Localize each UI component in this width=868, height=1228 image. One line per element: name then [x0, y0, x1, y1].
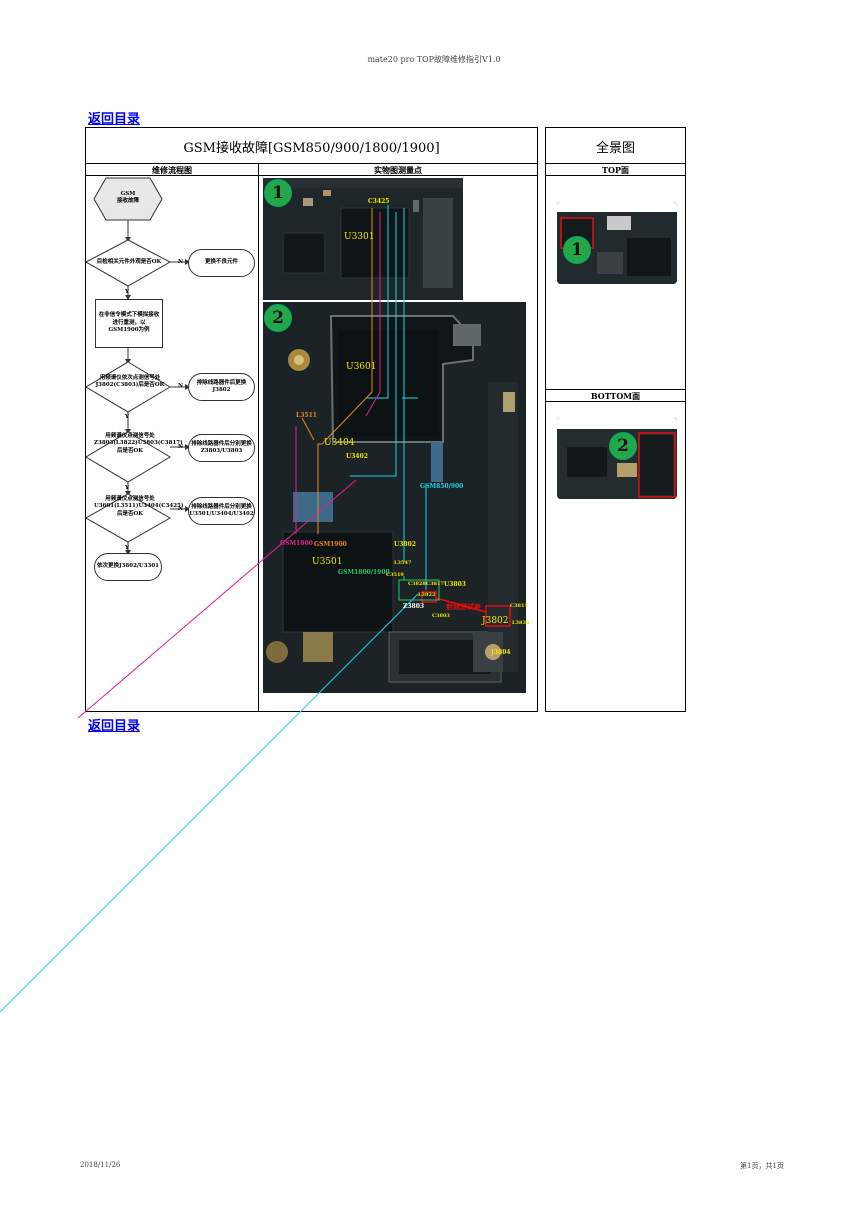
- divider: [546, 389, 685, 390]
- page-header: mate20 pro TOP故障维修指引V1.0: [367, 55, 501, 64]
- main-table-title: GSM接收故障[GSM850/900/1800/1900]: [183, 141, 440, 156]
- label-gsm1800-1900: GSM1800/1900: [338, 569, 390, 576]
- label-u3802: U3802: [394, 541, 416, 548]
- label-gsm1800: GSM1800: [280, 540, 313, 547]
- pcb-photo-2: [263, 302, 526, 693]
- label-u3803: U3803: [444, 581, 466, 588]
- divider: [546, 175, 685, 176]
- pcb-texture-1: [263, 178, 463, 300]
- flow-q1: 目检相关元件外观是否OK: [96, 259, 162, 265]
- flow-a1: 更换不良元件: [188, 249, 255, 277]
- top-side-badge-1: 1: [563, 236, 591, 264]
- flow-column-header: 维修流程图: [152, 165, 192, 175]
- label-l3511: L3511: [296, 412, 317, 419]
- label-u3501: U3501: [312, 557, 343, 567]
- flow-start: GSM 接收故障: [116, 191, 139, 205]
- no-marker: N: [178, 259, 184, 265]
- flow-q4: 用频谱仪点测信号处U3601(L3511)U3404(C3425)后是否OK: [94, 496, 184, 517]
- no-marker: N: [178, 444, 184, 450]
- photo-column-header: 实物图测量点: [374, 165, 422, 175]
- label-u3601: U3601: [346, 362, 377, 372]
- footer-date: 2018/11/26: [80, 1161, 121, 1169]
- label-c3811: C3811: [510, 603, 528, 609]
- label-c3828: C3828: [408, 581, 426, 587]
- flow-end: 依次更换J3802/U3301: [94, 553, 162, 581]
- back-to-toc-link-bottom[interactable]: 返回目录: [88, 719, 141, 734]
- panorama-title: 全景图: [595, 141, 635, 156]
- panorama-table: [545, 127, 686, 712]
- flow-a4: 排除线路器件后分别更换U3501/U3404/U3402: [188, 497, 255, 525]
- flow-q2: 用频谱仪依次点测信号处J3802(C3803)后是否OK: [95, 375, 165, 389]
- board-top-image: [557, 202, 677, 284]
- photo-badge-1: 1: [264, 179, 292, 207]
- main-table: [85, 127, 538, 712]
- bottom-side-label: BOTTOM面: [590, 391, 641, 401]
- label-c3817: C3817: [426, 581, 444, 587]
- no-marker: N: [178, 506, 184, 512]
- label-l3836: L3836: [512, 620, 530, 626]
- pcb-photo-1: [263, 178, 463, 300]
- label-u3402: U3402: [346, 453, 368, 460]
- flow-step1: 在非信令模式下模拟接收进行重测，以GSM1900为例: [95, 299, 163, 348]
- label-gsm850-900: GSM850/900: [420, 483, 464, 490]
- yes-marker: Y: [125, 485, 129, 491]
- divider: [86, 163, 537, 164]
- label-u3404: U3404: [324, 438, 355, 448]
- label-u3301: U3301: [344, 232, 375, 242]
- yes-marker: Y: [125, 545, 129, 551]
- flowchart-connectors: [86, 177, 190, 555]
- label-z3803: Z3803: [403, 603, 425, 610]
- no-marker: N: [178, 383, 184, 389]
- divider: [546, 401, 685, 402]
- label-l3547: L3547: [394, 560, 412, 566]
- bottom-side-badge-2: 2: [609, 432, 637, 460]
- yes-marker: Y: [125, 414, 129, 420]
- pcb-texture-2: [263, 302, 526, 693]
- photo-badge-2: 2: [264, 304, 292, 332]
- top-side-label: TOP面: [602, 165, 629, 175]
- flow-q3: 用频谱仪点测信号处Z3803(L3822)U3803(C3817)后是否OK: [94, 433, 183, 454]
- divider: [546, 163, 685, 164]
- label-gsm1900: GSM1900: [314, 541, 347, 548]
- flow-a2: 排除线路器件后更换J3802: [188, 373, 255, 401]
- yes-marker: Y: [125, 289, 129, 295]
- back-to-toc-link-top[interactable]: 返回目录: [88, 112, 141, 127]
- label-j3804: J3804: [491, 649, 511, 656]
- label-c3803: C3803: [432, 613, 450, 619]
- flow-a3: 排除线路器件后分别更换Z3803/U3803: [188, 434, 255, 462]
- label-j3802: J3802: [482, 616, 509, 626]
- label-l3822: L3822: [418, 592, 436, 598]
- label-c3425: C3425: [368, 198, 390, 205]
- label-red-note: 射频测试座: [446, 602, 481, 611]
- divider: [86, 175, 537, 176]
- column-divider: [258, 163, 259, 711]
- footer-page-number: 第1页，共1页: [740, 1162, 784, 1170]
- label-c3519: C3519: [386, 572, 404, 578]
